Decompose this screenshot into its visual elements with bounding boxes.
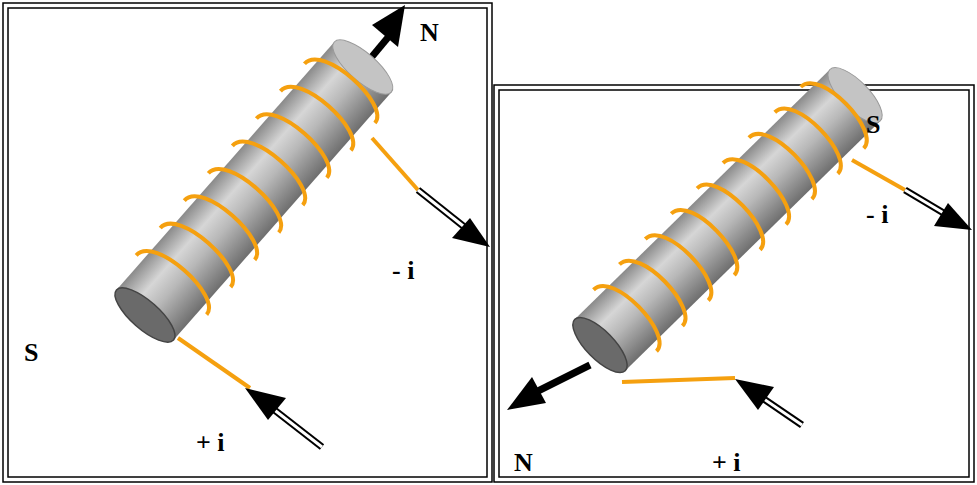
arrowhead bbox=[452, 218, 490, 247]
current-label: + i bbox=[712, 450, 741, 476]
pole-label: S bbox=[866, 112, 880, 138]
arrowhead bbox=[372, 5, 405, 47]
arrowhead bbox=[735, 379, 774, 410]
coil-winding bbox=[280, 76, 363, 152]
pole-label: N bbox=[420, 20, 439, 46]
arrowhead bbox=[934, 203, 972, 230]
iron-core bbox=[559, 54, 896, 386]
coil-winding bbox=[723, 149, 799, 226]
coil-lead bbox=[622, 378, 735, 382]
coil-winding bbox=[801, 73, 877, 150]
coil-winding bbox=[749, 123, 825, 200]
current-label: - i bbox=[866, 202, 888, 228]
arrowhead bbox=[245, 388, 286, 420]
coil-winding bbox=[775, 98, 851, 175]
coil-winding bbox=[256, 103, 339, 179]
current-arrow bbox=[268, 405, 322, 447]
pole-label: N bbox=[514, 450, 533, 476]
coil-winding bbox=[671, 199, 747, 276]
current-arrow bbox=[268, 405, 322, 447]
coil-winding bbox=[232, 130, 315, 206]
panel-frame bbox=[3, 3, 492, 482]
pole-label: S bbox=[24, 340, 38, 366]
iron-core bbox=[101, 26, 406, 356]
coil-winding bbox=[160, 213, 243, 289]
coil-winding bbox=[184, 185, 267, 261]
panel-frame bbox=[8, 8, 487, 477]
coil-winding bbox=[697, 174, 773, 251]
current-label: + i bbox=[196, 430, 225, 456]
coil-winding bbox=[619, 250, 695, 327]
coil-lead bbox=[178, 338, 250, 388]
coil-lead bbox=[852, 160, 905, 190]
coil-winding bbox=[304, 48, 387, 124]
current-label: - i bbox=[392, 258, 414, 284]
panel-frame bbox=[494, 85, 974, 482]
coil-lead bbox=[372, 138, 418, 190]
panel-frame bbox=[499, 90, 969, 477]
coil-winding bbox=[645, 225, 721, 302]
arrowhead bbox=[507, 377, 546, 410]
coil-winding bbox=[208, 158, 291, 234]
